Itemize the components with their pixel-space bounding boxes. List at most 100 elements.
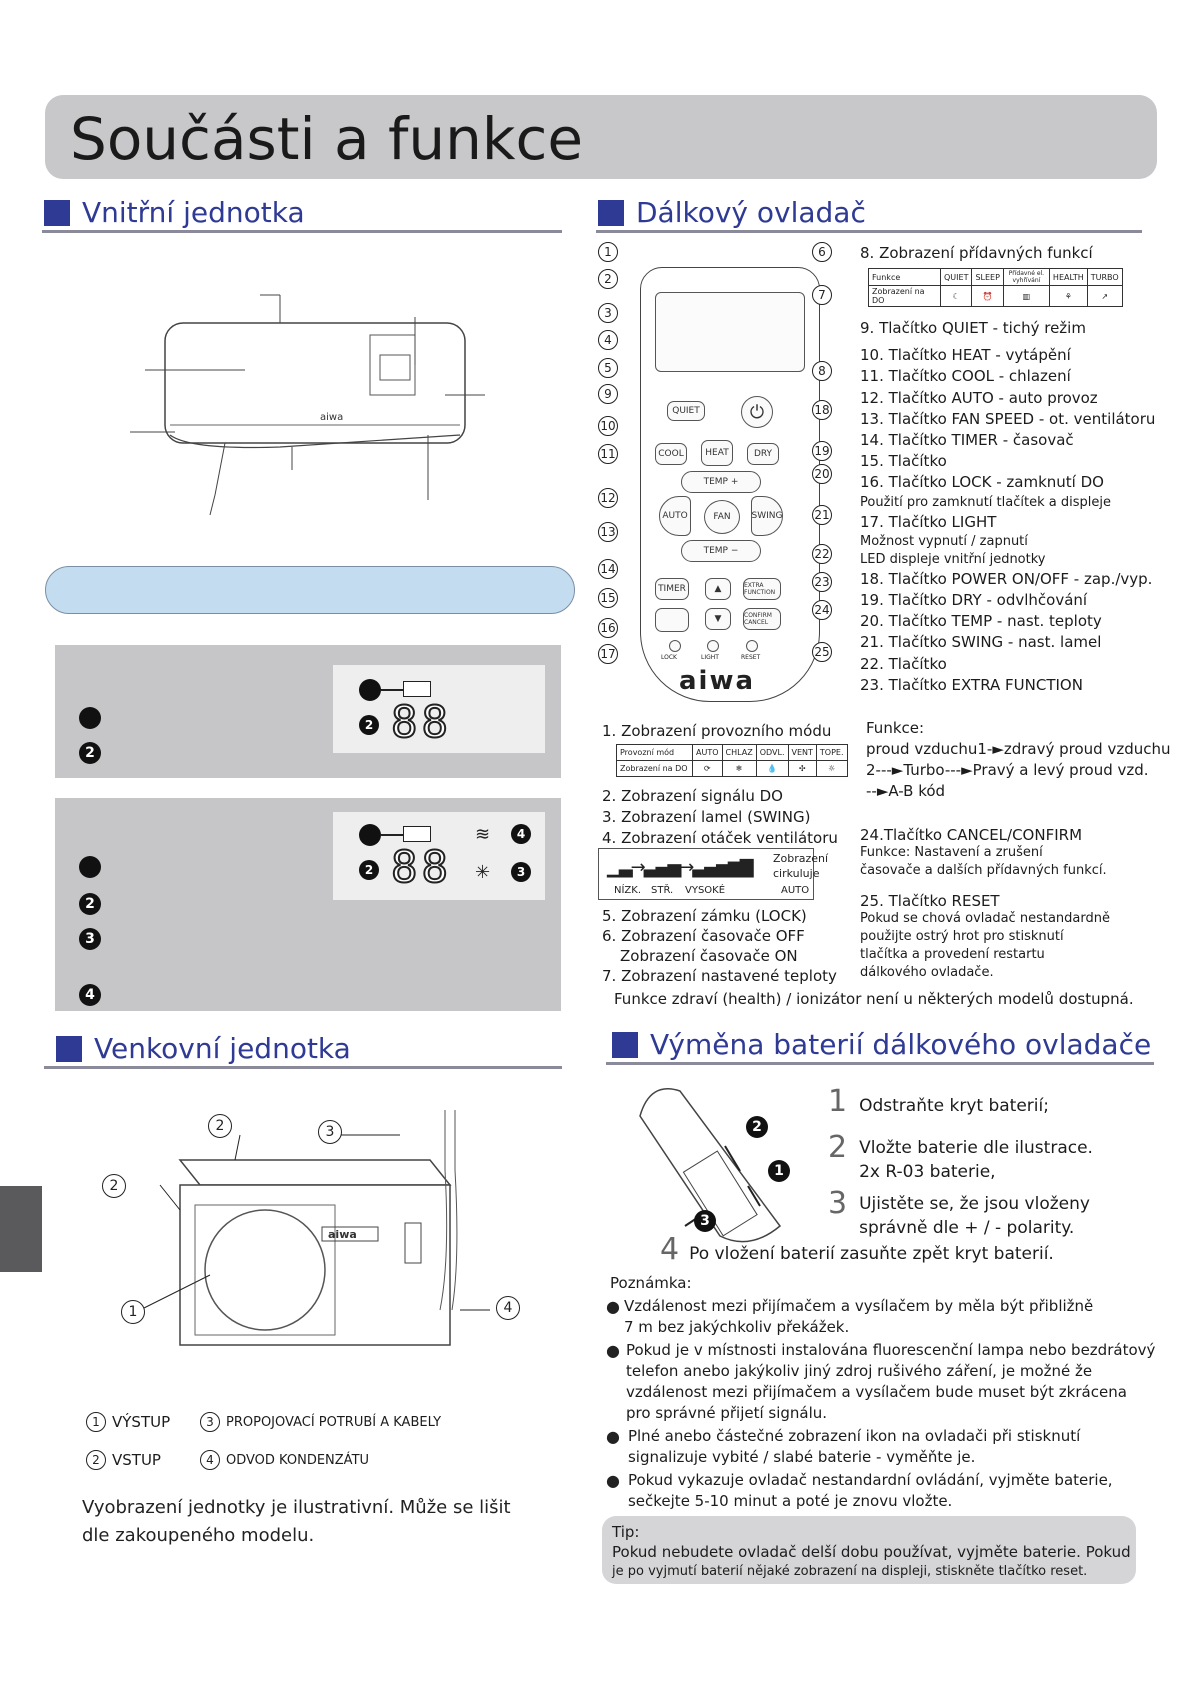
callout-4: 4 (598, 330, 618, 350)
callout-dot (79, 856, 101, 878)
button-15[interactable] (655, 608, 689, 632)
callout-dot: 4 (511, 824, 531, 844)
auto-button[interactable]: AUTO (659, 496, 691, 536)
title-banner: Součásti a funkce (45, 95, 1157, 179)
section-outdoor: Venkovní jednotka (56, 1032, 351, 1065)
outdoor-callout-1: 1 (121, 1300, 145, 1324)
callout-22: 22 (812, 544, 832, 564)
fan-button[interactable]: FAN (704, 500, 740, 534)
step-dot-2: 2 (746, 1116, 768, 1138)
callout-18: 18 (812, 400, 832, 420)
outdoor-callout-4: 4 (496, 1296, 520, 1320)
callout-dot: 2 (79, 893, 101, 915)
callout-2: 2 (598, 269, 618, 289)
quiet-button[interactable]: QUIET (667, 401, 705, 421)
outdoor-unit-illustration: aiwa (139, 1110, 490, 1346)
callout-dot: 2 (359, 860, 379, 880)
light-button[interactable] (707, 640, 719, 652)
callout-12: 12 (598, 488, 618, 508)
indicator-dot (359, 824, 381, 846)
outdoor-note: Vyobrazení jednotky je ilustrativní. Můž… (82, 1497, 511, 1546)
heat-button[interactable]: HEAT (701, 440, 733, 466)
callout-19: 19 (812, 441, 832, 461)
callout-dot: 3 (511, 862, 531, 882)
callout-15: 15 (598, 588, 618, 608)
page-tab (0, 1186, 42, 1272)
display-list-2: 5. Zobrazení zámku (LOCK) 6. Zobrazení č… (602, 907, 837, 985)
callout-6: 6 (812, 242, 832, 262)
brand-logo: aiwa (320, 412, 343, 423)
indicator-dot (359, 679, 381, 701)
lock-label: LOCK (661, 654, 677, 661)
divider (44, 1066, 562, 1069)
section-indoor: Vnitřní jednotka (44, 196, 305, 229)
info-pill (45, 566, 575, 614)
outdoor-callout-2b: 2 (102, 1174, 126, 1198)
light-label: LIGHT (701, 654, 719, 661)
callout-dot: 3 (79, 928, 101, 950)
callout-17: 17 (598, 644, 618, 664)
indoor-display: 2 88 (333, 665, 545, 753)
funkce-block: Funkce: proud vzduchu1-►zdravý proud vzd… (866, 719, 1171, 800)
tip-box: Tip: Pokud nebudete ovladač delší dobu p… (602, 1516, 1136, 1584)
callout-20: 20 (812, 464, 832, 484)
reset-button[interactable] (746, 640, 758, 652)
reset-label: RESET (741, 654, 761, 661)
outdoor-callout-2: 2 (208, 1114, 232, 1138)
dry-button[interactable]: DRY (747, 443, 779, 465)
brand-logo: aiwa (328, 1228, 357, 1241)
remote-control: QUIET ⏻ COOL HEAT DRY TEMP + AUTO FAN SW… (640, 267, 820, 702)
callout-1: 1 (598, 242, 618, 262)
temp-up-button[interactable]: TEMP + (681, 471, 761, 493)
power-button[interactable]: ⏻ (741, 396, 773, 428)
temp-down-button[interactable]: TEMP − (681, 540, 761, 562)
wifi-icon: ≋ (475, 824, 491, 845)
brand-logo: aiwa (679, 666, 756, 696)
step-dot-1: 1 (768, 1160, 790, 1182)
callout-dot (79, 707, 101, 729)
down-arrow-button[interactable]: ▼ (705, 608, 731, 630)
lock-button[interactable] (669, 640, 681, 652)
health-note: Funkce zdraví (health) / ionizátor není … (614, 990, 1134, 1008)
seven-segment-display: 88 (390, 696, 452, 749)
confirm-cancel-button[interactable]: CONFIRM CANCEL (743, 608, 781, 630)
indoor-display: 2 88 ≋ 4 ✳ 3 (333, 812, 545, 900)
divider (596, 230, 1142, 233)
callout-7: 7 (812, 285, 832, 305)
timer-button[interactable]: TIMER (655, 578, 689, 600)
display-panel-1: 2 2 88 (55, 645, 561, 778)
swing-button[interactable]: SWING (751, 496, 783, 536)
notes-list: ●Vzdálenost mezi přijímačem a vysílačem … (606, 1297, 1156, 1510)
remote-lcd (655, 292, 805, 372)
extra-function-button[interactable]: EXTRA FUNCTION (743, 578, 781, 600)
note-title: Poznámka: (610, 1274, 692, 1292)
cool-button[interactable]: COOL (655, 443, 687, 465)
callout-3: 3 (598, 303, 618, 323)
callout-dot: 2 (79, 742, 101, 764)
divider (42, 230, 562, 233)
callout-dot: 4 (79, 984, 101, 1006)
remote-description-list: 9. Tlačítko QUIET - tichý režim 10. Tlač… (860, 319, 1156, 694)
section-remote: Dálkový ovladač (598, 196, 866, 229)
callout-14: 14 (598, 559, 618, 579)
step-dot-3: 3 (694, 1210, 716, 1232)
callout-5: 5 (598, 358, 618, 378)
desc-extra-title: 8. Zobrazení přídavných funkcí (860, 244, 1093, 262)
reset-block: 25. Tlačítko RESET Pokud se chová ovlada… (860, 892, 1110, 980)
mode-title: 1. Zobrazení provozního módu (602, 722, 832, 740)
callout-dot: 2 (359, 715, 379, 735)
callout-8: 8 (812, 361, 832, 381)
up-arrow-button[interactable]: ▲ (705, 578, 731, 600)
callout-10: 10 (598, 416, 618, 436)
fan-bars-icon: ▁▃→▃▄▅→▃▄▅▆▇ (607, 857, 754, 878)
callout-13: 13 (598, 522, 618, 542)
fan-auto-label: Zobrazení cirkuluje (773, 852, 829, 880)
